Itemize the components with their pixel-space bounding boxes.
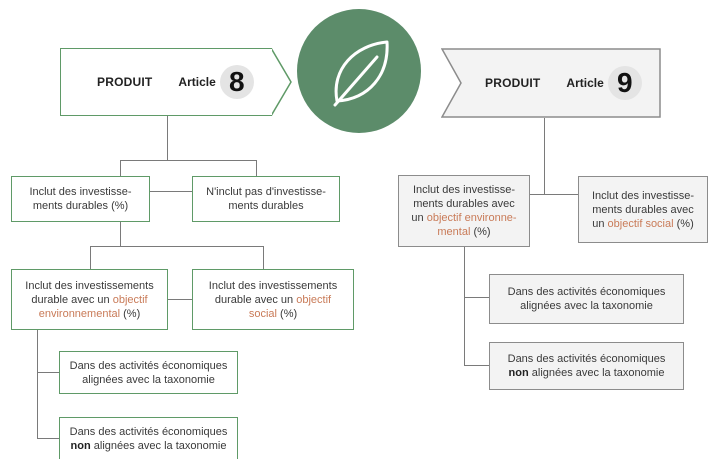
connector xyxy=(464,297,489,298)
right-box-non-alignees: Dans des activités économiques non align… xyxy=(489,342,684,390)
connector xyxy=(544,118,545,194)
article-number-badge: 8 xyxy=(219,65,254,99)
connector xyxy=(150,191,192,192)
left-box-environnemental: Inclut des investissements durable avec … xyxy=(11,269,168,330)
left-box-inclut: Inclut des investisse-ments durables (%) xyxy=(11,176,150,222)
article-9-header-notch xyxy=(441,48,661,118)
right-box-social: Inclut des investisse-ments durables ave… xyxy=(578,176,708,243)
connector xyxy=(263,246,264,269)
connector xyxy=(120,160,256,161)
leaf-icon xyxy=(333,40,389,107)
connector xyxy=(90,246,91,269)
article-label: Article xyxy=(178,75,216,89)
right-box-alignees: Dans des activités économiques alignées … xyxy=(489,274,684,324)
connector xyxy=(167,116,168,160)
left-box-social: Inclut des investissements durable avec … xyxy=(192,269,354,330)
article-number-badge: 9 xyxy=(607,66,642,100)
left-box-alignees: Dans des activités économiques alignées … xyxy=(59,351,238,394)
connector xyxy=(464,247,465,366)
connector xyxy=(256,160,257,176)
article-9-header: PRODUIT Article 9 xyxy=(441,48,661,118)
connector xyxy=(464,365,489,366)
produit-label: PRODUIT xyxy=(97,75,153,89)
article-label: Article xyxy=(566,76,604,90)
right-box-environnemental: Inclut des investisse-ments durables ave… xyxy=(398,175,530,247)
connector xyxy=(90,246,263,247)
connector xyxy=(120,222,121,246)
connector xyxy=(37,372,59,373)
left-box-non-alignees: Dans des activités économiques non align… xyxy=(59,417,238,459)
left-box-ninclut: N'inclut pas d'investisse-ments durables xyxy=(192,176,340,222)
connector xyxy=(168,299,192,300)
produit-label: PRODUIT xyxy=(485,76,541,90)
article-8-header-arrow xyxy=(271,48,292,116)
article-8-header: PRODUIT Article 8 xyxy=(60,48,272,116)
leaf-badge xyxy=(297,9,421,133)
connector xyxy=(37,330,38,438)
connector xyxy=(37,438,59,439)
connector xyxy=(530,194,578,195)
connector xyxy=(120,160,121,176)
